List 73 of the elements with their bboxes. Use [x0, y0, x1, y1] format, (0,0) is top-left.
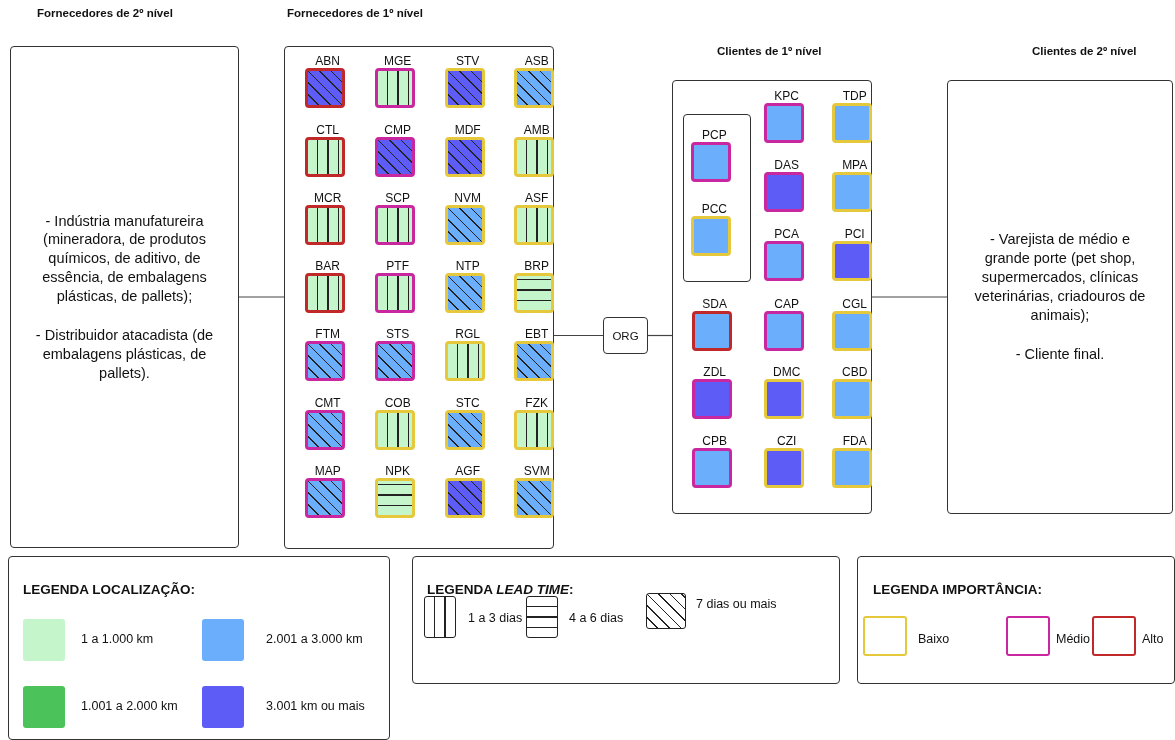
node-code: PCI: [843, 226, 866, 241]
group-box: [682, 113, 751, 282]
legend-text: 2.001 a 3.000 km: [266, 632, 363, 646]
node-code: PCC: [700, 202, 729, 217]
node-code: ABN: [314, 53, 342, 68]
legend-text: 4 a 6 dias: [569, 611, 624, 625]
node-code: CGL: [841, 296, 869, 311]
node-code: AMB: [522, 122, 551, 137]
legend-text: 1.001 a 2.000 km: [81, 699, 178, 713]
legend-text: Baixo: [918, 632, 950, 646]
legend-text: 7 dias ou mais: [696, 597, 778, 611]
node-code: SDA: [701, 296, 729, 311]
legend-text: 3.001 km ou mais: [266, 699, 365, 713]
node-code: BRP: [523, 258, 551, 273]
node-code: FZK: [524, 395, 549, 410]
node-code: ASF: [524, 190, 550, 205]
node-code: ASB: [523, 53, 550, 68]
legend-title: LEGENDA LEAD TIME:: [427, 582, 574, 597]
legend-text: Alto: [1142, 632, 1164, 646]
column-heading: Fornecedores de 1º nível: [287, 7, 423, 19]
node-code: SVM: [522, 463, 551, 478]
node-code: FDA: [841, 433, 868, 448]
node-code: NPK: [384, 463, 412, 478]
process-box: [603, 317, 648, 354]
legend-title: LEGENDA IMPORTÂNCIA:: [873, 582, 1042, 597]
column-heading: Fornecedores de 2º nível: [37, 7, 173, 19]
description-text: - Cliente final.: [1014, 344, 1106, 364]
connector-line: [238, 296, 285, 298]
node-code: PTF: [385, 258, 410, 273]
legend-title: LEGENDA LOCALIZAÇÃO:: [23, 582, 195, 597]
legend-text: Médio: [1056, 632, 1091, 646]
node-code: FTM: [314, 326, 341, 341]
node-code: STS: [385, 326, 411, 341]
node-code: MPA: [841, 157, 869, 172]
connector-line: [871, 296, 948, 298]
node-code: DAS: [773, 157, 801, 172]
node-label: ORG: [612, 329, 639, 342]
node-code: CPB: [701, 433, 729, 448]
node-code: MAP: [313, 463, 342, 478]
node-code: DMC: [772, 364, 802, 379]
node-code: PCP: [701, 128, 728, 143]
node-code: RGL: [454, 326, 482, 341]
description-text: - Distribuidor atacadista (de embalagens plásticas, de pallets).: [34, 325, 215, 383]
connector-line: [647, 334, 673, 337]
node-code: STV: [455, 53, 481, 68]
node-code: TDP: [841, 88, 868, 103]
node-code: CTL: [315, 122, 340, 137]
node-code: KPC: [773, 88, 801, 103]
legend-text: 1 a 3 dias: [468, 611, 523, 625]
node-code: CMT: [313, 395, 342, 410]
node-code: PCA: [773, 226, 801, 241]
connector-line: [553, 334, 604, 337]
node-code: CMP: [383, 122, 412, 137]
legend-text: 1 a 1.000 km: [81, 632, 154, 646]
description-text: - Varejista de médio e grande porte (pet shop, supermercados, clínicas veterinárias, criadouros de animais);: [973, 230, 1147, 325]
node-code: MCR: [313, 190, 343, 205]
node-code: SCP: [384, 190, 412, 205]
node-code: COB: [383, 395, 412, 410]
node-code: ZDL: [702, 364, 727, 379]
node-code: NTP: [454, 258, 481, 273]
node-code: EBT: [524, 326, 550, 341]
node-code: CZI: [776, 433, 798, 448]
node-code: MGE: [383, 53, 413, 68]
node-code: STC: [454, 395, 481, 410]
description-text: - Indústria manufatureira (mineradora, de produtos químicos, de aditivo, de essência, de embalagens plásticas, de pallets);: [41, 211, 208, 306]
node-code: CAP: [773, 296, 801, 311]
column-heading: Clientes de 1º nível: [717, 45, 822, 57]
node-code: NVM: [453, 190, 482, 205]
node-code: MDF: [453, 122, 482, 137]
node-code: CBD: [841, 364, 869, 379]
node-code: BAR: [314, 258, 342, 273]
column-heading: Clientes de 2º nível: [1032, 45, 1137, 57]
node-code: AGF: [454, 463, 481, 478]
